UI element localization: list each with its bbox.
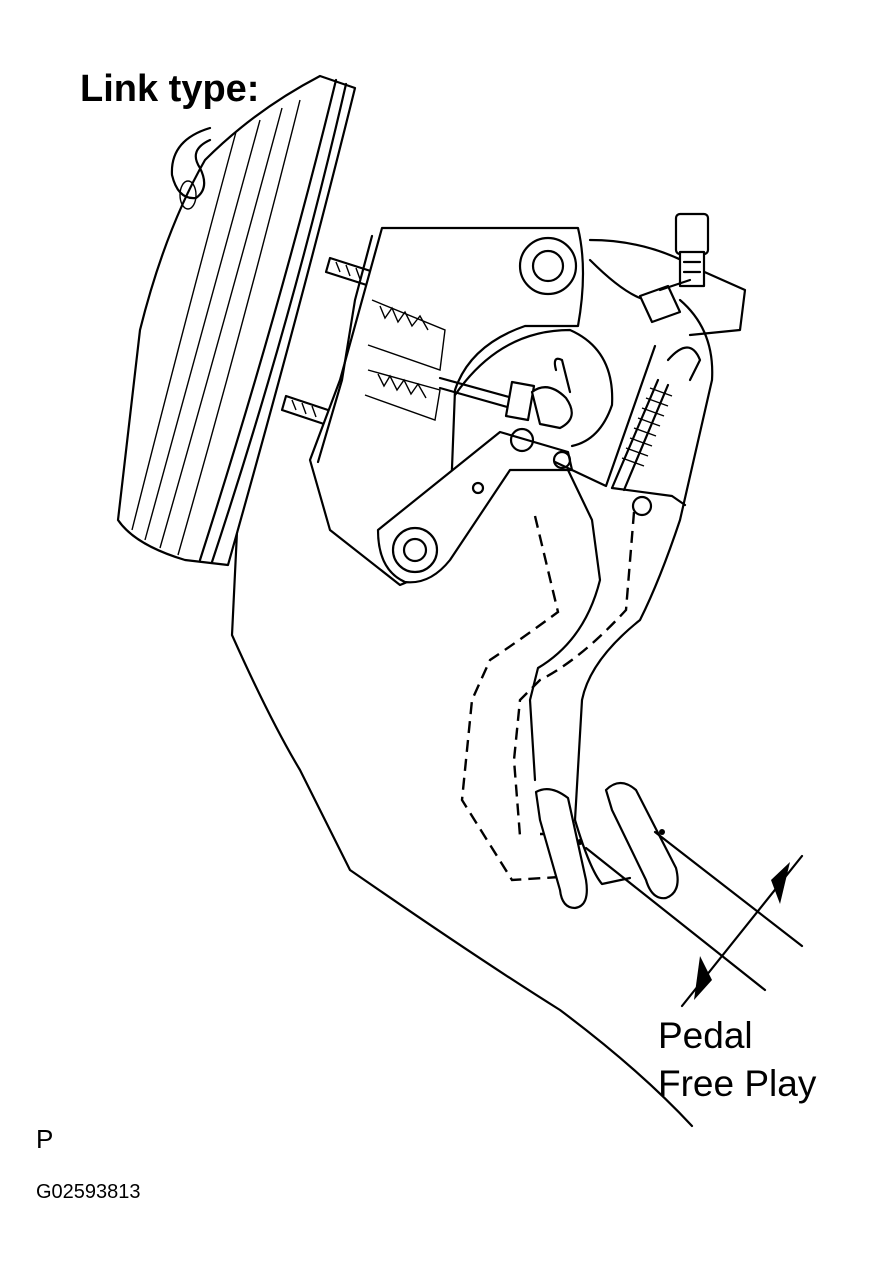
pedal-pad-depressed xyxy=(534,787,588,910)
return-spring xyxy=(610,346,702,492)
link-mechanism xyxy=(376,328,614,584)
pedal-pad xyxy=(604,781,679,900)
figure-code-letter: P xyxy=(36,1124,54,1154)
pedal-arm xyxy=(528,298,714,900)
callout-line-2: Free Play xyxy=(658,1063,817,1104)
pedal-free-play-label: Pedal Free Play xyxy=(658,1012,816,1108)
callout-line-1: Pedal xyxy=(658,1015,753,1056)
pedal-arm-depressed xyxy=(460,511,636,910)
figure-id: G02593813 xyxy=(36,1181,141,1203)
stop-light-switch xyxy=(638,212,710,324)
free-play-dimension xyxy=(584,830,804,1008)
diagram-title: Link type: xyxy=(80,68,260,110)
firewall-outline xyxy=(230,468,694,1128)
brake-booster xyxy=(116,74,357,567)
